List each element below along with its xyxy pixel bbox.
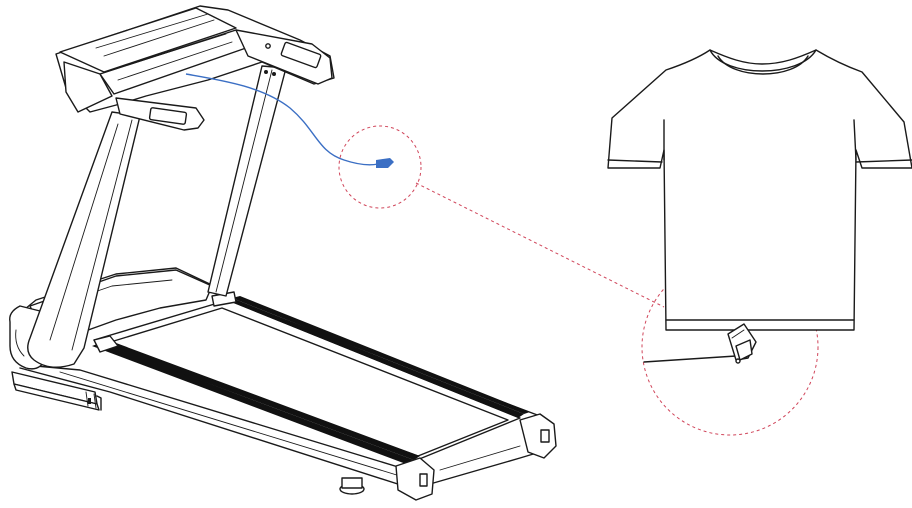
treadmill-floor-support xyxy=(11,371,102,411)
callout-leader-line xyxy=(415,182,665,308)
callout-circle-treadmill xyxy=(338,125,422,209)
treadmill-console xyxy=(55,5,335,131)
safety-key-cord xyxy=(185,73,394,168)
safety-clip xyxy=(643,323,757,364)
t-shirt xyxy=(607,49,912,331)
treadmill-uprights xyxy=(27,65,287,368)
treadmill xyxy=(9,5,557,501)
